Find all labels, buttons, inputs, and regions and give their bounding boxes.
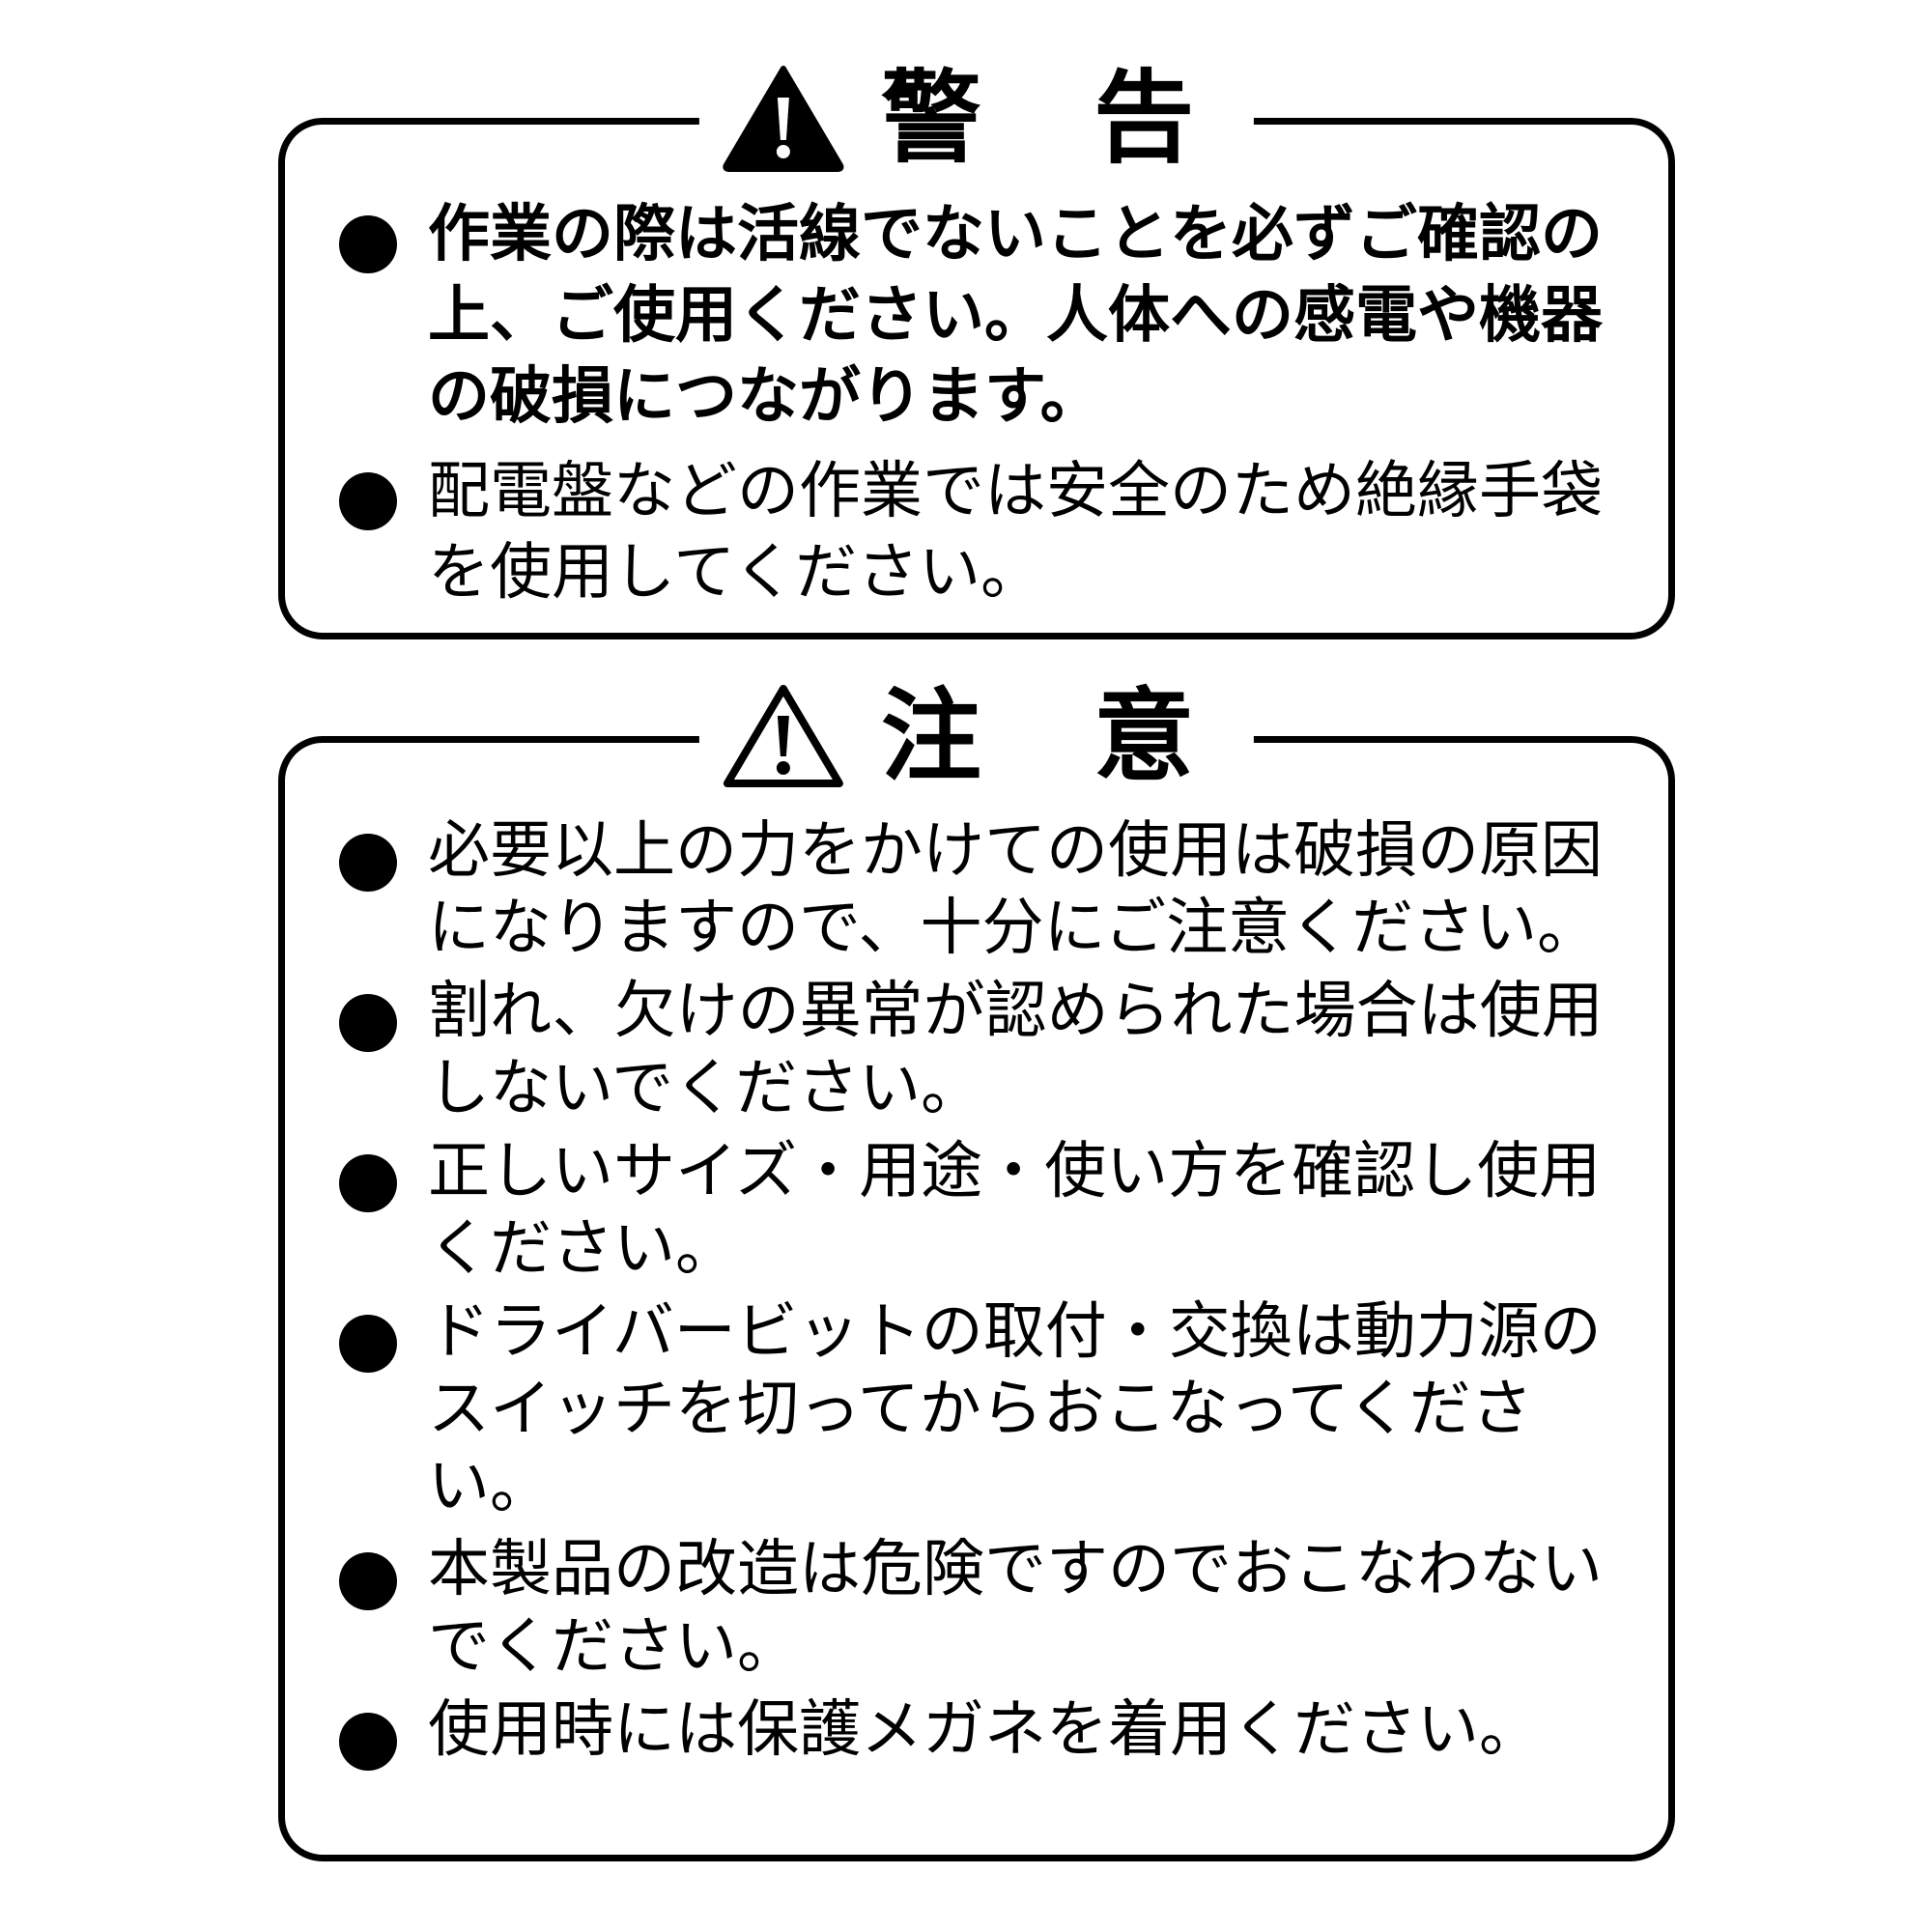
list-item: 割れ、欠けの異常が認められた場合は使用しないでください。 (285, 973, 1668, 1127)
caution-panel: 注 意 必要以上の力をかけての使用は破損の原因になりますので、十分にご注意くださ… (278, 673, 1675, 1861)
caution-item-text: 正しいサイズ・用途・使い方を確認し使用ください。 (428, 1136, 1602, 1285)
list-item: 作業の際は活線でないことを必ずご確認の上、ご使用ください。人体への感電や機器の破… (285, 194, 1668, 438)
warning-triangle-filled-icon (723, 66, 844, 172)
warning-item-text: 配電盤などの作業では安全のため絶縁手袋を使用してください。 (428, 456, 1603, 609)
caution-item-text: 本製品の改造は危険ですのでおこなわないでください。 (428, 1534, 1603, 1683)
bullet-icon (339, 834, 397, 892)
bullet-icon (339, 472, 397, 530)
caution-title: 注 意 (880, 677, 1234, 795)
bullet-icon (339, 1552, 397, 1610)
caution-list: 必要以上の力をかけての使用は破損の原因になりますので、十分にご注意ください。 割… (285, 812, 1668, 1771)
caution-item-text: 必要以上の力をかけての使用は破損の原因になりますので、十分にご注意ください。 (428, 815, 1603, 964)
warning-header: 警 告 (698, 55, 1255, 181)
bullet-icon (339, 215, 397, 273)
bullet-icon (339, 994, 397, 1052)
list-item: 本製品の改造は危険ですのでおこなわないでください。 (285, 1531, 1668, 1686)
list-item: 使用時には保護メガネを着用ください。 (285, 1691, 1668, 1771)
warning-item-text: 作業の際は活線でないことを必ずご確認の上、ご使用ください。人体への感電や機器の破… (428, 199, 1603, 433)
bullet-icon (339, 1315, 397, 1373)
list-item: 正しいサイズ・用途・使い方を確認し使用ください。 (285, 1133, 1668, 1288)
caution-header: 注 意 (698, 673, 1255, 799)
warning-triangle-outline-icon (723, 685, 843, 787)
list-item: ドライバービットの取付・交換は動力源のスイッチを切ってからおこなってください。 (285, 1293, 1668, 1525)
warning-panel: 警 告 作業の際は活線でないことを必ずご確認の上、ご使用ください。人体への感電や… (278, 55, 1675, 639)
warning-list: 作業の際は活線でないことを必ずご確認の上、ご使用ください。人体への感電や機器の破… (285, 194, 1668, 613)
bullet-icon (339, 1154, 397, 1212)
list-item: 配電盤などの作業では安全のため絶縁手袋を使用してください。 (285, 451, 1668, 613)
list-item: 必要以上の力をかけての使用は破損の原因になりますので、十分にご注意ください。 (285, 812, 1668, 967)
bullet-icon (339, 1713, 397, 1771)
warning-title: 警 告 (880, 59, 1234, 177)
caution-item-text: 使用時には保護メガネを着用ください。 (428, 1694, 1541, 1766)
caution-item-text: 割れ、欠けの異常が認められた場合は使用しないでください。 (428, 976, 1604, 1124)
caution-item-text: ドライバービットの取付・交換は動力源のスイッチを切ってからおこなってください。 (428, 1296, 1602, 1522)
